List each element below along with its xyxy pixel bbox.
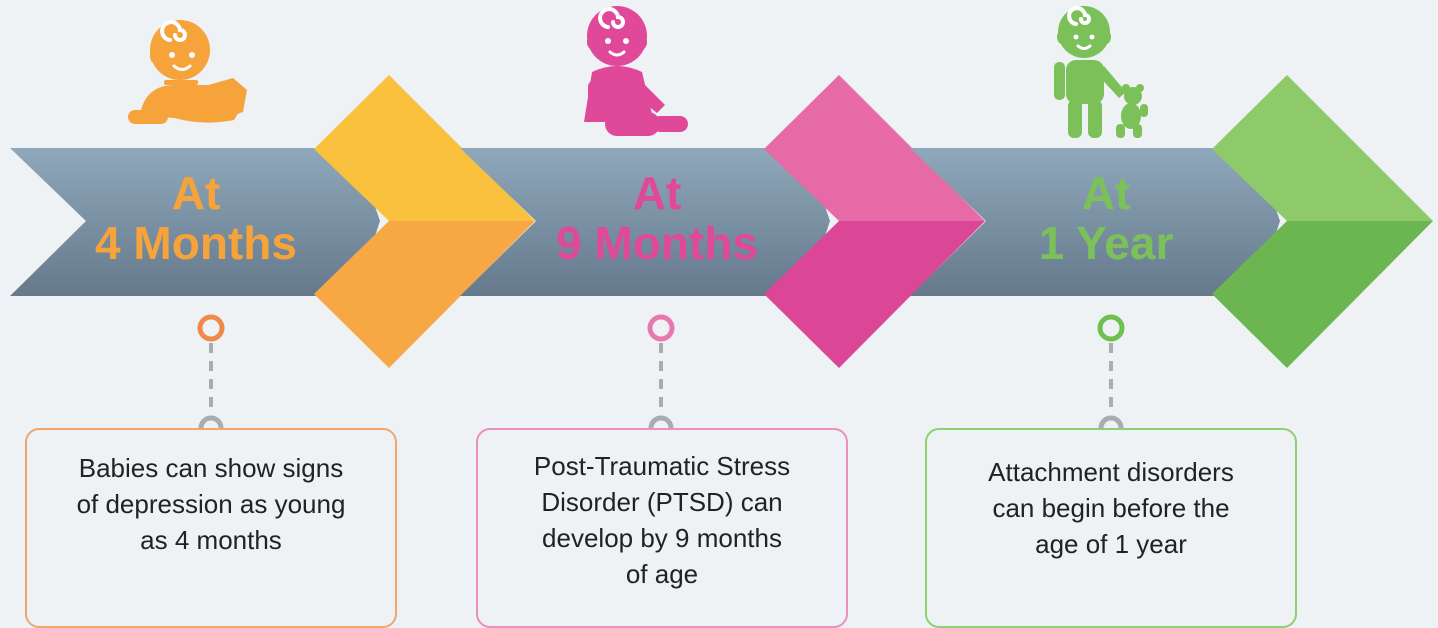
stage-1-connector bbox=[197, 314, 225, 441]
sitting-baby-icon bbox=[584, 6, 688, 136]
stage-3-title-line1: At bbox=[1081, 167, 1131, 219]
stage-2-description-line2: Disorder (PTSD) can bbox=[541, 487, 783, 517]
stage-2-title-line2: 9 Months bbox=[556, 217, 758, 269]
stage-1-description-line1: Babies can show signs bbox=[78, 453, 344, 483]
stage-2-description-line1: Post-Traumatic Stress bbox=[533, 451, 791, 481]
stage-1-ring-icon bbox=[197, 314, 225, 342]
stage-2-description-line4: of age bbox=[625, 559, 699, 589]
stage-2-chevron-bottom bbox=[764, 221, 985, 368]
stage-2-arrow bbox=[460, 75, 985, 368]
stage-2-arrow-band bbox=[460, 148, 830, 296]
stage-1-description-line3: as 4 months bbox=[140, 525, 282, 555]
stage-3-title: At 1 Year bbox=[956, 168, 1256, 268]
stage-3-arrow-band bbox=[910, 148, 1280, 296]
stage-3-description-box: Attachment disorders can begin before th… bbox=[925, 428, 1297, 628]
stage-1-title: At 4 Months bbox=[46, 168, 346, 268]
stage-3-description-line3: age of 1 year bbox=[1035, 529, 1187, 559]
stage-1-arrow-band bbox=[10, 148, 380, 296]
stage-1-description: Babies can show signs of depression as y… bbox=[27, 450, 395, 558]
stage-2-description-box: Post-Traumatic Stress Disorder (PTSD) ca… bbox=[476, 428, 848, 628]
stage-3-arrow bbox=[910, 75, 1433, 368]
stage-3-description-line2: can begin before the bbox=[992, 493, 1230, 523]
stage-2-description-line3: develop by 9 months bbox=[542, 523, 782, 553]
stage-2-connector bbox=[647, 314, 675, 441]
stage-1-chevron-bottom bbox=[314, 221, 535, 368]
stage-1-description-line2: of depression as young bbox=[76, 489, 346, 519]
stage-3-chevron-bottom bbox=[1212, 221, 1433, 368]
stage-3-ring-icon bbox=[1097, 314, 1125, 342]
crawling-baby-icon bbox=[128, 20, 247, 124]
stage-2-title: At 9 Months bbox=[507, 168, 807, 268]
stage-3-description-line1: Attachment disorders bbox=[988, 457, 1234, 487]
standing-baby-with-teddy-icon bbox=[1054, 6, 1148, 138]
stage-1-title-line1: At bbox=[171, 167, 221, 219]
stage-2-title-line1: At bbox=[632, 167, 682, 219]
stage-2-chevron-top bbox=[764, 75, 985, 221]
stage-1-description-box: Babies can show signs of depression as y… bbox=[25, 428, 397, 628]
stage-3-connector bbox=[1097, 314, 1125, 441]
stage-2-ring-icon bbox=[647, 314, 675, 342]
stage-3-title-line2: 1 Year bbox=[1038, 217, 1174, 269]
stage-1-arrow bbox=[10, 75, 535, 368]
stage-2-description: Post-Traumatic Stress Disorder (PTSD) ca… bbox=[478, 448, 846, 592]
stage-3-chevron-top bbox=[1212, 75, 1433, 221]
stage-1-title-line2: 4 Months bbox=[95, 217, 297, 269]
stage-3-description: Attachment disorders can begin before th… bbox=[927, 454, 1295, 562]
stage-1-chevron-top bbox=[314, 75, 535, 221]
